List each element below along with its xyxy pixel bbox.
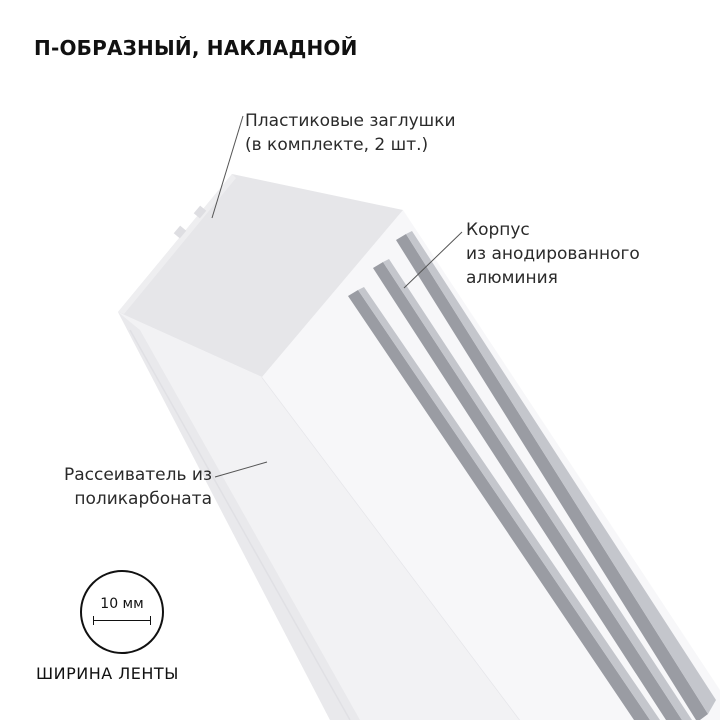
callout-text: Корпус — [466, 220, 530, 240]
callout-diffuser: Рассеиватель из поликарбоната — [26, 463, 212, 511]
callout-text: из анодированного — [466, 244, 640, 264]
callout-aluminium-body: Корпус из анодированного алюминия — [466, 218, 640, 290]
callout-text: поликарбоната — [74, 489, 212, 509]
tape-width-label: ШИРИНА ЛЕНТЫ — [36, 664, 179, 683]
plastic-cap — [118, 174, 403, 377]
callout-text: (в комплекте, 2 шт.) — [245, 135, 429, 155]
leader-body — [403, 231, 463, 289]
leader-diffuser — [214, 461, 268, 478]
callout-text: алюминия — [466, 268, 558, 288]
callout-text: Рассеиватель из — [63, 465, 212, 485]
width-measure-icon: 10 мм — [80, 570, 164, 654]
callout-text: Пластиковые заглушки — [245, 111, 456, 131]
leader-caps — [211, 115, 244, 219]
tape-width-value: 10 мм — [100, 596, 144, 612]
callout-plastic-caps: Пластиковые заглушки (в комплекте, 2 шт.… — [245, 109, 456, 157]
diffuser-face — [118, 312, 520, 720]
groove-lines — [348, 231, 716, 720]
dimension-bar — [93, 616, 151, 625]
page-title: П-ОБРАЗНЫЙ, НАКЛАДНОЙ — [34, 36, 358, 60]
